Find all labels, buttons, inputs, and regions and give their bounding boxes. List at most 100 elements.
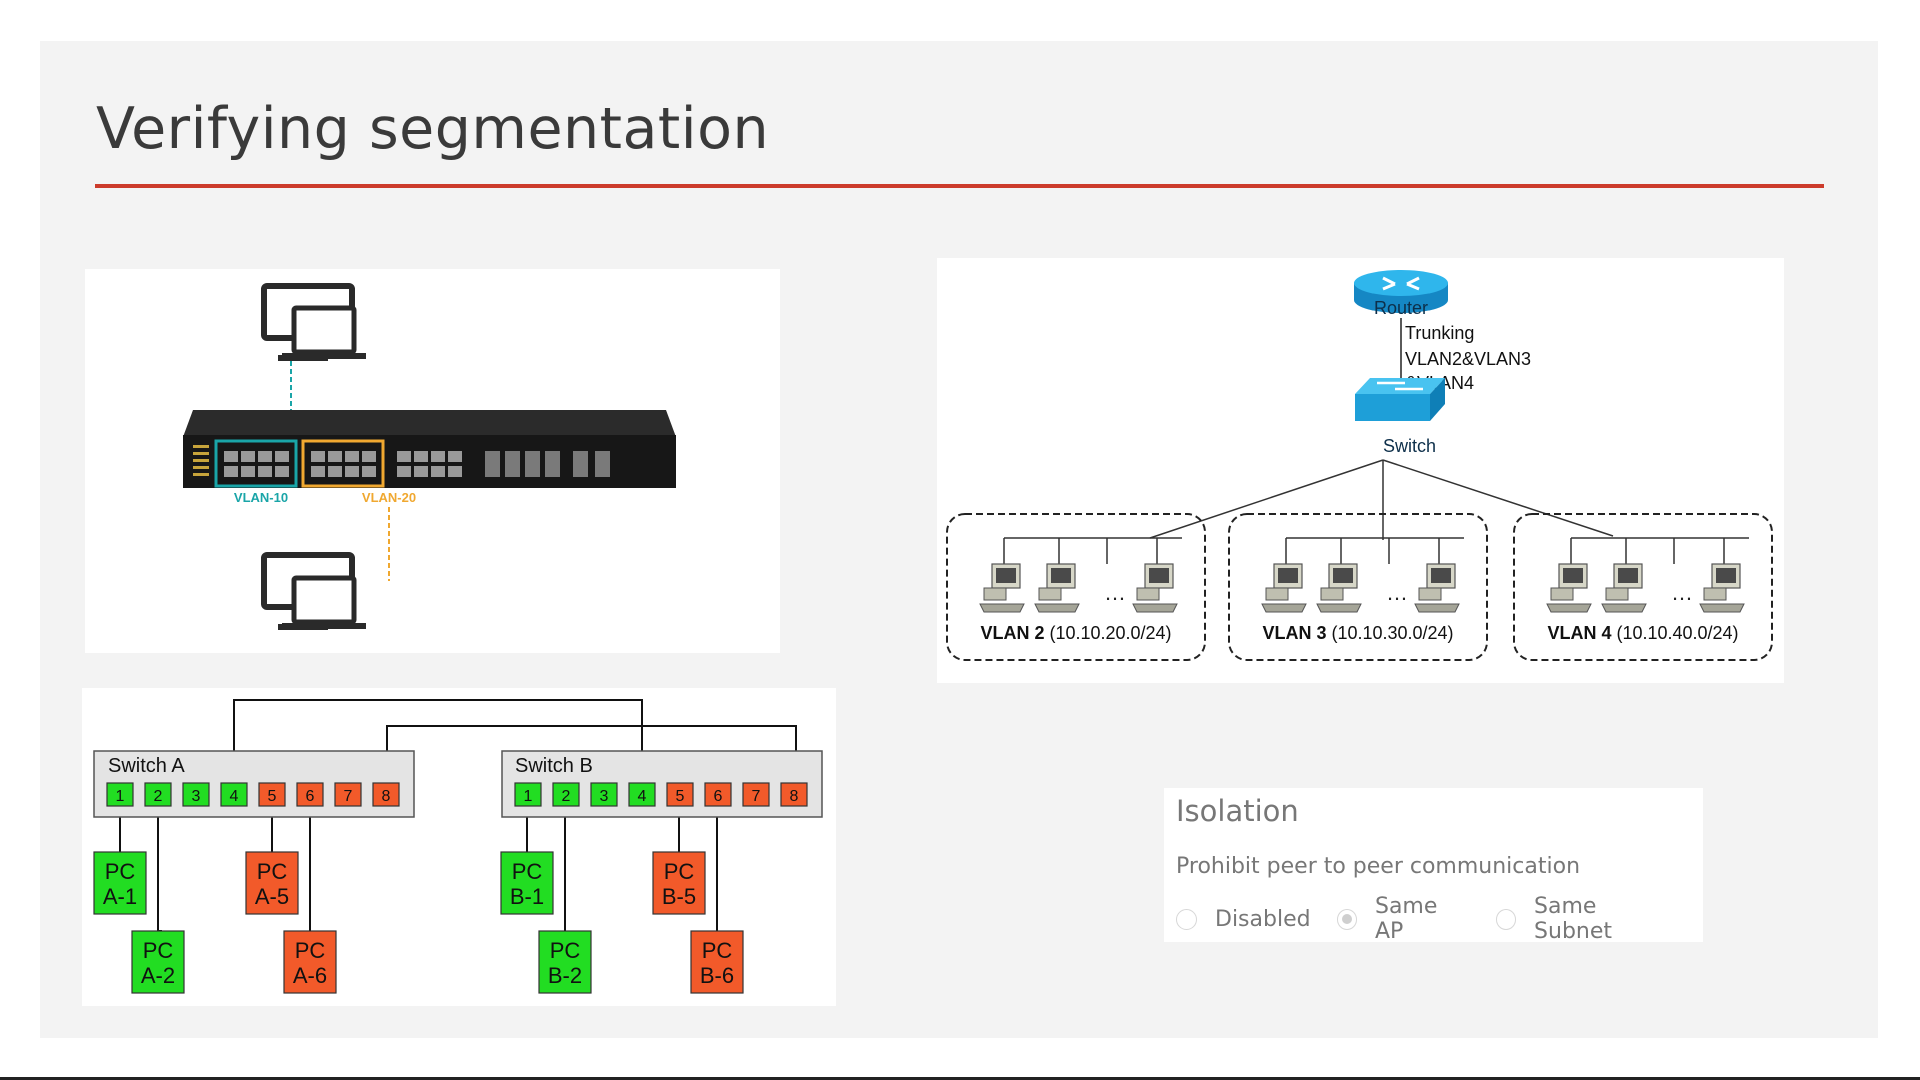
vlan-group-3: … VLAN 3 (10.10.30.0/24)	[1228, 513, 1488, 661]
switch-a-port-7: 7	[334, 782, 362, 807]
router-icon: Router	[1354, 270, 1448, 318]
switch-b-port-6: 6	[704, 782, 732, 807]
desktop-pc-icon	[1261, 563, 1307, 613]
radio-option-disabled[interactable]: Disabled	[1176, 907, 1311, 932]
radio-option-same-ap[interactable]: Same AP	[1336, 894, 1470, 944]
switch-b-port-3: 3	[590, 782, 618, 807]
vlan-name: VLAN 2	[980, 623, 1049, 643]
vlan-switch-diagram: VLAN-10 VLAN-20	[183, 283, 676, 630]
pc-node-a-2: PCA-2	[131, 930, 185, 994]
vlan-name: VLAN 3	[1262, 623, 1331, 643]
desktop-pc-icon	[1316, 563, 1362, 613]
ellipsis: …	[1386, 580, 1408, 605]
desktop-pc-icon	[1414, 563, 1460, 613]
pc-id: A-1	[103, 884, 137, 909]
isolation-title: Isolation	[1176, 794, 1299, 828]
trunk-line-1: Trunking	[1405, 323, 1474, 343]
isolation-description: Prohibit peer to peer communication	[1176, 854, 1581, 879]
port-number: 4	[230, 788, 239, 805]
switch-icon: Switch	[1355, 378, 1445, 456]
switch-b-port-2: 2	[552, 782, 580, 807]
vlan-group-2: … VLAN 2 (10.10.20.0/24)	[946, 513, 1206, 661]
pc-prefix: PC	[664, 859, 695, 884]
port-number: 8	[790, 788, 799, 805]
pc-id: B-5	[662, 884, 696, 909]
switch-a-port-8: 8	[372, 782, 400, 807]
radio-same-subnet[interactable]	[1495, 908, 1517, 930]
vlan-switch-panel: VLAN-10 VLAN-20	[85, 269, 780, 653]
vlan-left-label: VLAN-10	[234, 490, 288, 505]
radio-option-same-subnet[interactable]: Same Subnet	[1495, 894, 1677, 944]
pc-node-b-2: PCB-2	[538, 930, 592, 994]
pc-id: B-6	[700, 963, 734, 988]
vlan-right-label: VLAN-20	[362, 490, 416, 505]
port-number: 6	[714, 788, 723, 805]
switch-a-port-3: 3	[182, 782, 210, 807]
pc-node-b-1: PCB-1	[500, 851, 554, 915]
switch-a-port-4: 4	[220, 782, 248, 807]
desktop-pc-icon	[1132, 563, 1178, 613]
port-number: 4	[638, 788, 647, 805]
ellipsis: …	[1104, 580, 1126, 605]
radio-label-same-ap: Same AP	[1374, 894, 1438, 944]
switch-b-port-8: 8	[780, 782, 808, 807]
isolation-options: Disabled Same AP Same Subnet	[1176, 894, 1703, 944]
switch-a: Switch A	[93, 750, 415, 818]
switch-a-port-5: 5	[258, 782, 286, 807]
pc-prefix: PC	[550, 938, 581, 963]
switch-b-label: Switch B	[515, 755, 593, 777]
switch-a-port-1: 1	[106, 782, 134, 807]
vlan-subnet: (10.10.30.0/24)	[1331, 623, 1453, 643]
computer-icon	[261, 552, 366, 630]
trunk-line-2: VLAN2&VLAN3	[1405, 349, 1531, 369]
title-underline	[95, 184, 1824, 188]
switch-a-port-2: 2	[144, 782, 172, 807]
switch-b: Switch B	[501, 750, 823, 818]
pc-id: B-1	[510, 884, 544, 909]
network-switch-device	[183, 410, 676, 488]
vlan-label: VLAN 4 (10.10.40.0/24)	[1547, 623, 1738, 643]
radio-same-ap[interactable]	[1336, 908, 1357, 930]
pc-prefix: PC	[257, 859, 288, 884]
pc-node-a-6: PCA-6	[283, 930, 337, 994]
vlan-boundary	[946, 513, 1206, 661]
pc-id: B-2	[548, 963, 582, 988]
pc-prefix: PC	[512, 859, 543, 884]
desktop-pc-icon	[1034, 563, 1080, 613]
pc-prefix: PC	[295, 938, 326, 963]
radio-disabled[interactable]	[1176, 908, 1197, 930]
port-number: 1	[524, 788, 533, 805]
port-number: 5	[676, 788, 685, 805]
vlan-label: VLAN 3 (10.10.30.0/24)	[1262, 623, 1453, 643]
switch-label: Switch	[1383, 436, 1436, 456]
vlan-group-4: … VLAN 4 (10.10.40.0/24)	[1513, 513, 1773, 661]
pc-id: A-5	[255, 884, 289, 909]
switch-b-port-5: 5	[666, 782, 694, 807]
radio-label-same-subnet: Same Subnet	[1534, 894, 1613, 944]
pc-prefix: PC	[105, 859, 136, 884]
switch-a-port-6: 6	[296, 782, 324, 807]
port-number: 7	[752, 788, 761, 805]
ellipsis: …	[1671, 580, 1693, 605]
pc-prefix: PC	[143, 938, 174, 963]
switch-a-label: Switch A	[108, 755, 185, 777]
pc-node-a-1: PCA-1	[93, 851, 147, 915]
port-number: 2	[562, 788, 571, 805]
port-number: 5	[268, 788, 277, 805]
port-number: 2	[154, 788, 163, 805]
vlan-groups: … VLAN 2 (10.10.20.0/24) … VLAN 3 (10.10.30…	[946, 513, 1773, 661]
vlan-label: VLAN 2 (10.10.20.0/24)	[980, 623, 1171, 643]
vlan-subnet: (10.10.40.0/24)	[1616, 623, 1738, 643]
isolation-panel: Isolation Prohibit peer to peer communic…	[1164, 788, 1703, 944]
vlan-boundary	[1228, 513, 1488, 661]
port-number: 3	[192, 788, 201, 805]
port-number: 6	[306, 788, 315, 805]
port-number: 3	[600, 788, 609, 805]
switch-b-port-7: 7	[742, 782, 770, 807]
